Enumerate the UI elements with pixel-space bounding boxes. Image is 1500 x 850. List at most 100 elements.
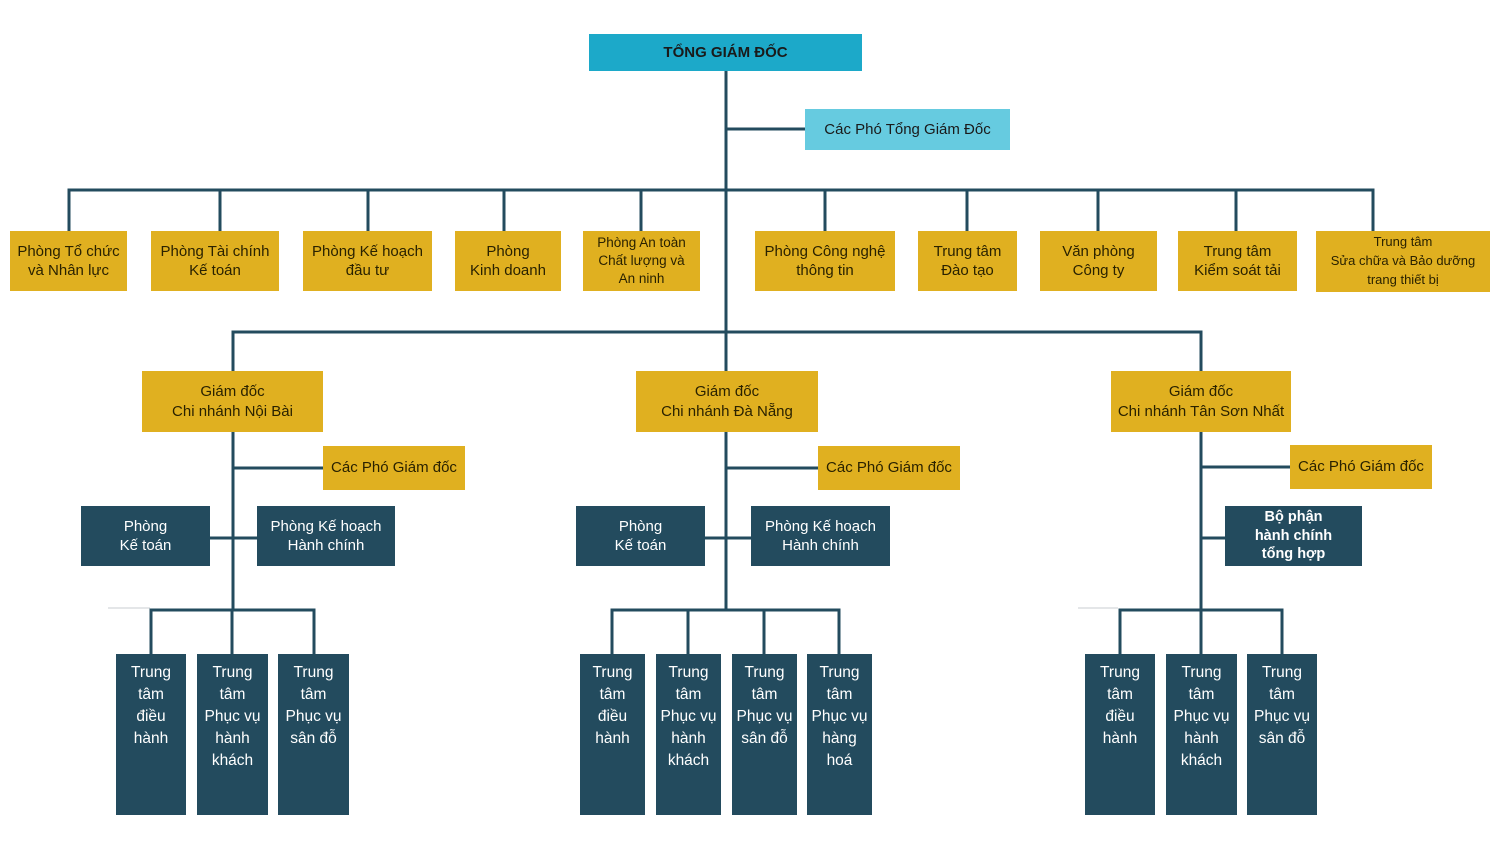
- box-label-line: khách: [211, 752, 254, 769]
- box-label-line: Phục vụ: [1253, 708, 1310, 725]
- branch-deputies-box: Các Phó Giám đốc: [1290, 445, 1432, 489]
- box-label-line: Phục vụ: [204, 708, 261, 725]
- box-label-line: điều: [597, 708, 628, 725]
- box-label-line: Công ty: [1072, 262, 1125, 279]
- box-label-line: Phục vụ: [660, 708, 717, 725]
- box-label-line: hàng: [822, 730, 857, 747]
- ceo-box: TỔNG GIÁM ĐỐC: [589, 34, 862, 71]
- box-label-line: Kế toán: [119, 537, 172, 554]
- deputy-ceos-box: Các Phó Tổng Giám Đốc: [805, 109, 1010, 150]
- box-label-line: Các Phó Tổng Giám Đốc: [824, 120, 991, 138]
- box-label-line: tâm: [1188, 686, 1215, 703]
- box-label-line: Trung: [744, 664, 785, 681]
- box-label-line: Các Phó Giám đốc: [331, 459, 457, 477]
- box-label-line: Phòng: [618, 517, 663, 535]
- department-box: Phòng Công nghệ thông tin: [755, 231, 895, 291]
- box-label-line: Trung: [819, 664, 860, 681]
- box-label-line: Kinh doanh: [470, 262, 546, 279]
- box-label-line: Phục vụ: [1173, 708, 1230, 725]
- service-center-box: Trung tâm điều hành: [580, 654, 645, 815]
- box-label-line: tâm: [599, 686, 626, 703]
- box-label-line: hành: [133, 730, 169, 747]
- service-center-box: Trung tâm điều hành: [116, 654, 186, 815]
- box-label-line: Chi nhánh Nội Bài: [172, 402, 293, 420]
- box-label-line: tâm: [1269, 686, 1295, 703]
- box-label-line: Phục vụ: [285, 708, 342, 725]
- box-label-line: Giám đốc: [1168, 383, 1234, 400]
- box-label-line: Chi nhánh Tân Sơn Nhất: [1117, 402, 1285, 420]
- box-label-line: hành: [215, 730, 250, 747]
- box-label-line: Giám đốc: [694, 383, 760, 400]
- box-label-line: Giám đốc: [200, 383, 265, 400]
- box-label-line: tâm: [138, 686, 164, 703]
- box-label-line: hành chính: [1254, 527, 1333, 544]
- box-label-line: sân đỗ: [741, 730, 788, 747]
- box-label-line: Phòng Kế hoạch: [312, 242, 423, 260]
- box-label-line: Hành chính: [782, 537, 859, 554]
- box-label-line: Phục vụ: [811, 708, 868, 725]
- box-label-line: Các Phó Giám đốc: [826, 459, 952, 477]
- box-label-line: Sửa chữa và Bảo dưỡng: [1330, 253, 1476, 269]
- box-label-line: Phòng Kế hoạch: [270, 517, 382, 535]
- box-label-line: tâm: [300, 686, 327, 703]
- box-label-line: hoá: [826, 752, 853, 769]
- branch-deputies-box: Các Phó Giám đốc: [323, 446, 465, 490]
- box-label-line: tâm: [751, 686, 778, 703]
- box-label-line: Chi nhánh Đà Nẵng: [661, 402, 793, 420]
- box-label-line: Phòng Tổ chức: [17, 242, 120, 260]
- box-label-line: tổng hợp: [1261, 546, 1326, 563]
- box-label-line: Phòng: [486, 242, 530, 260]
- box-label-line: thông tin: [796, 262, 854, 279]
- box-label-line: và Nhân lực: [28, 262, 109, 279]
- box-label-line: Phòng: [123, 517, 168, 535]
- box-label-line: Văn phòng: [1062, 242, 1135, 260]
- box-label-line: điều: [1105, 708, 1135, 725]
- box-label-line: Trung: [1100, 664, 1140, 681]
- box-label-line: Phòng Kế hoạch: [765, 517, 876, 535]
- box-label-line: Phòng Công nghệ: [764, 242, 886, 260]
- box-label-line: tâm: [219, 686, 246, 703]
- box-label-line: Các Phó Giám đốc: [1298, 458, 1424, 476]
- box-label-line: tâm: [675, 686, 702, 703]
- box-label-line: Bộ phận: [1264, 509, 1323, 526]
- box-label-line: TỔNG GIÁM ĐỐC: [663, 43, 788, 61]
- box-label-line: sân đỗ: [1258, 730, 1306, 747]
- box-label-line: Trung: [668, 664, 709, 681]
- box-label-line: Phòng Tài chính: [160, 242, 270, 260]
- box-label-line: Trung tâm: [933, 242, 1002, 260]
- box-label-line: Trung: [293, 664, 334, 681]
- box-label-line: hành: [671, 730, 706, 747]
- box-label-line: trang thiết bị: [1367, 271, 1439, 287]
- box-label-line: Phục vụ: [736, 708, 793, 725]
- box-label-line: hành: [595, 730, 630, 747]
- box-label-line: tâm: [1107, 686, 1133, 703]
- branch-deputies-box: Các Phó Giám đốc: [818, 446, 960, 490]
- box-label-line: Trung tâm: [1373, 234, 1433, 250]
- box-label-line: Trung tâm: [1203, 242, 1272, 260]
- box-label-line: Đào tạo: [941, 262, 994, 279]
- box-label-line: điều: [136, 708, 166, 725]
- box-label-line: tâm: [826, 686, 853, 703]
- box-label-line: Trung: [592, 664, 633, 681]
- box-label-line: Trung: [131, 664, 171, 681]
- box-label-line: hành: [1184, 730, 1219, 747]
